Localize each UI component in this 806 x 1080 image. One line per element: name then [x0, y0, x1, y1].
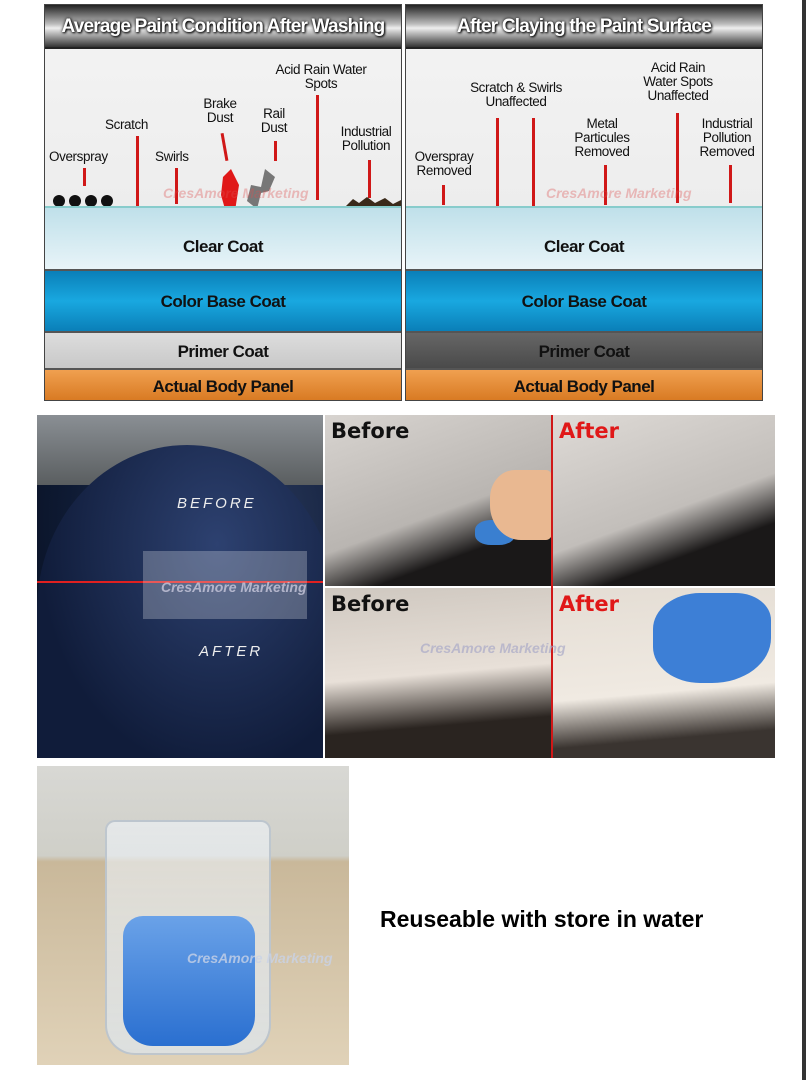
- pointer: [274, 141, 277, 161]
- overspray-dot: [101, 195, 113, 207]
- layer-clear-coat: Clear Coat: [45, 206, 401, 269]
- diagram-after-washing: Average Paint Condition After Washing Ov…: [44, 4, 402, 401]
- label-scratch-swirls: Scratch & Swirls Unaffected: [470, 80, 562, 109]
- label-rail-dust: Rail Dust: [260, 106, 288, 135]
- layer-color-base-coat: Color Base Coat: [406, 269, 762, 331]
- label-overspray: Overspray: [49, 149, 108, 164]
- pointer: [604, 165, 607, 205]
- before-label: Before: [331, 592, 410, 616]
- watermark: CresAmore Marketing: [187, 950, 333, 966]
- overspray-dot: [85, 195, 97, 207]
- pointer: [316, 95, 319, 200]
- label-overspray-removed: Overspray Removed: [414, 149, 474, 178]
- label-brake-dust: Brake Dust: [203, 96, 237, 125]
- label-acid-rain: Acid Rain Water Spots: [275, 62, 367, 91]
- after-photo-fender: After: [553, 415, 775, 586]
- pointer: [83, 168, 86, 186]
- car-hood: [37, 445, 323, 758]
- layer-clear-coat: Clear Coat: [406, 206, 762, 269]
- pointer: [220, 132, 229, 162]
- pointer: [532, 118, 535, 206]
- watermark: CresAmore Marketing: [161, 579, 307, 595]
- after-label: After: [559, 592, 620, 616]
- divider-line: [37, 581, 323, 583]
- layer-body-panel: Actual Body Panel: [406, 368, 762, 400]
- pollution-deposit: [345, 197, 401, 207]
- watermark-box: [143, 551, 307, 619]
- after-photo-bumper: After: [553, 588, 775, 758]
- pointer: [676, 113, 679, 203]
- hood-photo: BEFORE AFTER CresAmore Marketing: [37, 415, 323, 758]
- pointer: [729, 165, 732, 203]
- clay-bar: [653, 593, 771, 683]
- after-label: After: [559, 419, 620, 443]
- label-metal: Metal Particules Removed: [574, 116, 630, 159]
- watermark: CresAmore Marketing: [420, 640, 566, 656]
- hand: [490, 470, 551, 540]
- layer-primer-coat: Primer Coat: [406, 331, 762, 368]
- label-industrial: Industrial Pollution: [340, 124, 392, 153]
- page-edge: [802, 0, 806, 1080]
- clay-bar: [123, 916, 255, 1046]
- layer-color-base-coat: Color Base Coat: [45, 269, 401, 331]
- label-scratch: Scratch: [105, 117, 148, 132]
- before-label: Before: [331, 419, 410, 443]
- caption: Reuseable with store in water: [380, 906, 704, 932]
- diagram-title: Average Paint Condition After Washing: [45, 5, 401, 49]
- watermark: CresAmore Marketing: [546, 185, 692, 201]
- diagram-title: After Claying the Paint Surface: [406, 5, 762, 49]
- watermark: CresAmore Marketing: [163, 185, 309, 201]
- pointer: [175, 168, 178, 204]
- diagram-after-claying: After Claying the Paint Surface Overspra…: [405, 4, 763, 401]
- layer-body-panel: Actual Body Panel: [45, 368, 401, 400]
- overspray-dot: [53, 195, 65, 207]
- pointer: [368, 160, 371, 198]
- pointer: [442, 185, 445, 205]
- pointer: [496, 118, 499, 206]
- pointer: [136, 136, 139, 206]
- label-acid-rain: Acid Rain Water Spots Unaffected: [643, 60, 713, 103]
- before-label: BEFORE: [177, 495, 257, 512]
- clay-in-water-photo: CresAmore Marketing: [37, 766, 349, 1065]
- before-photo-fender: Before: [325, 415, 551, 586]
- label-swirls: Swirls: [155, 149, 189, 164]
- before-photo-bumper: Before: [325, 588, 551, 758]
- divider-line: [551, 415, 553, 758]
- overspray-dot: [69, 195, 81, 207]
- layer-primer-coat: Primer Coat: [45, 331, 401, 368]
- after-label: AFTER: [199, 643, 264, 660]
- label-industrial: Industrial Pollution Removed: [699, 116, 755, 159]
